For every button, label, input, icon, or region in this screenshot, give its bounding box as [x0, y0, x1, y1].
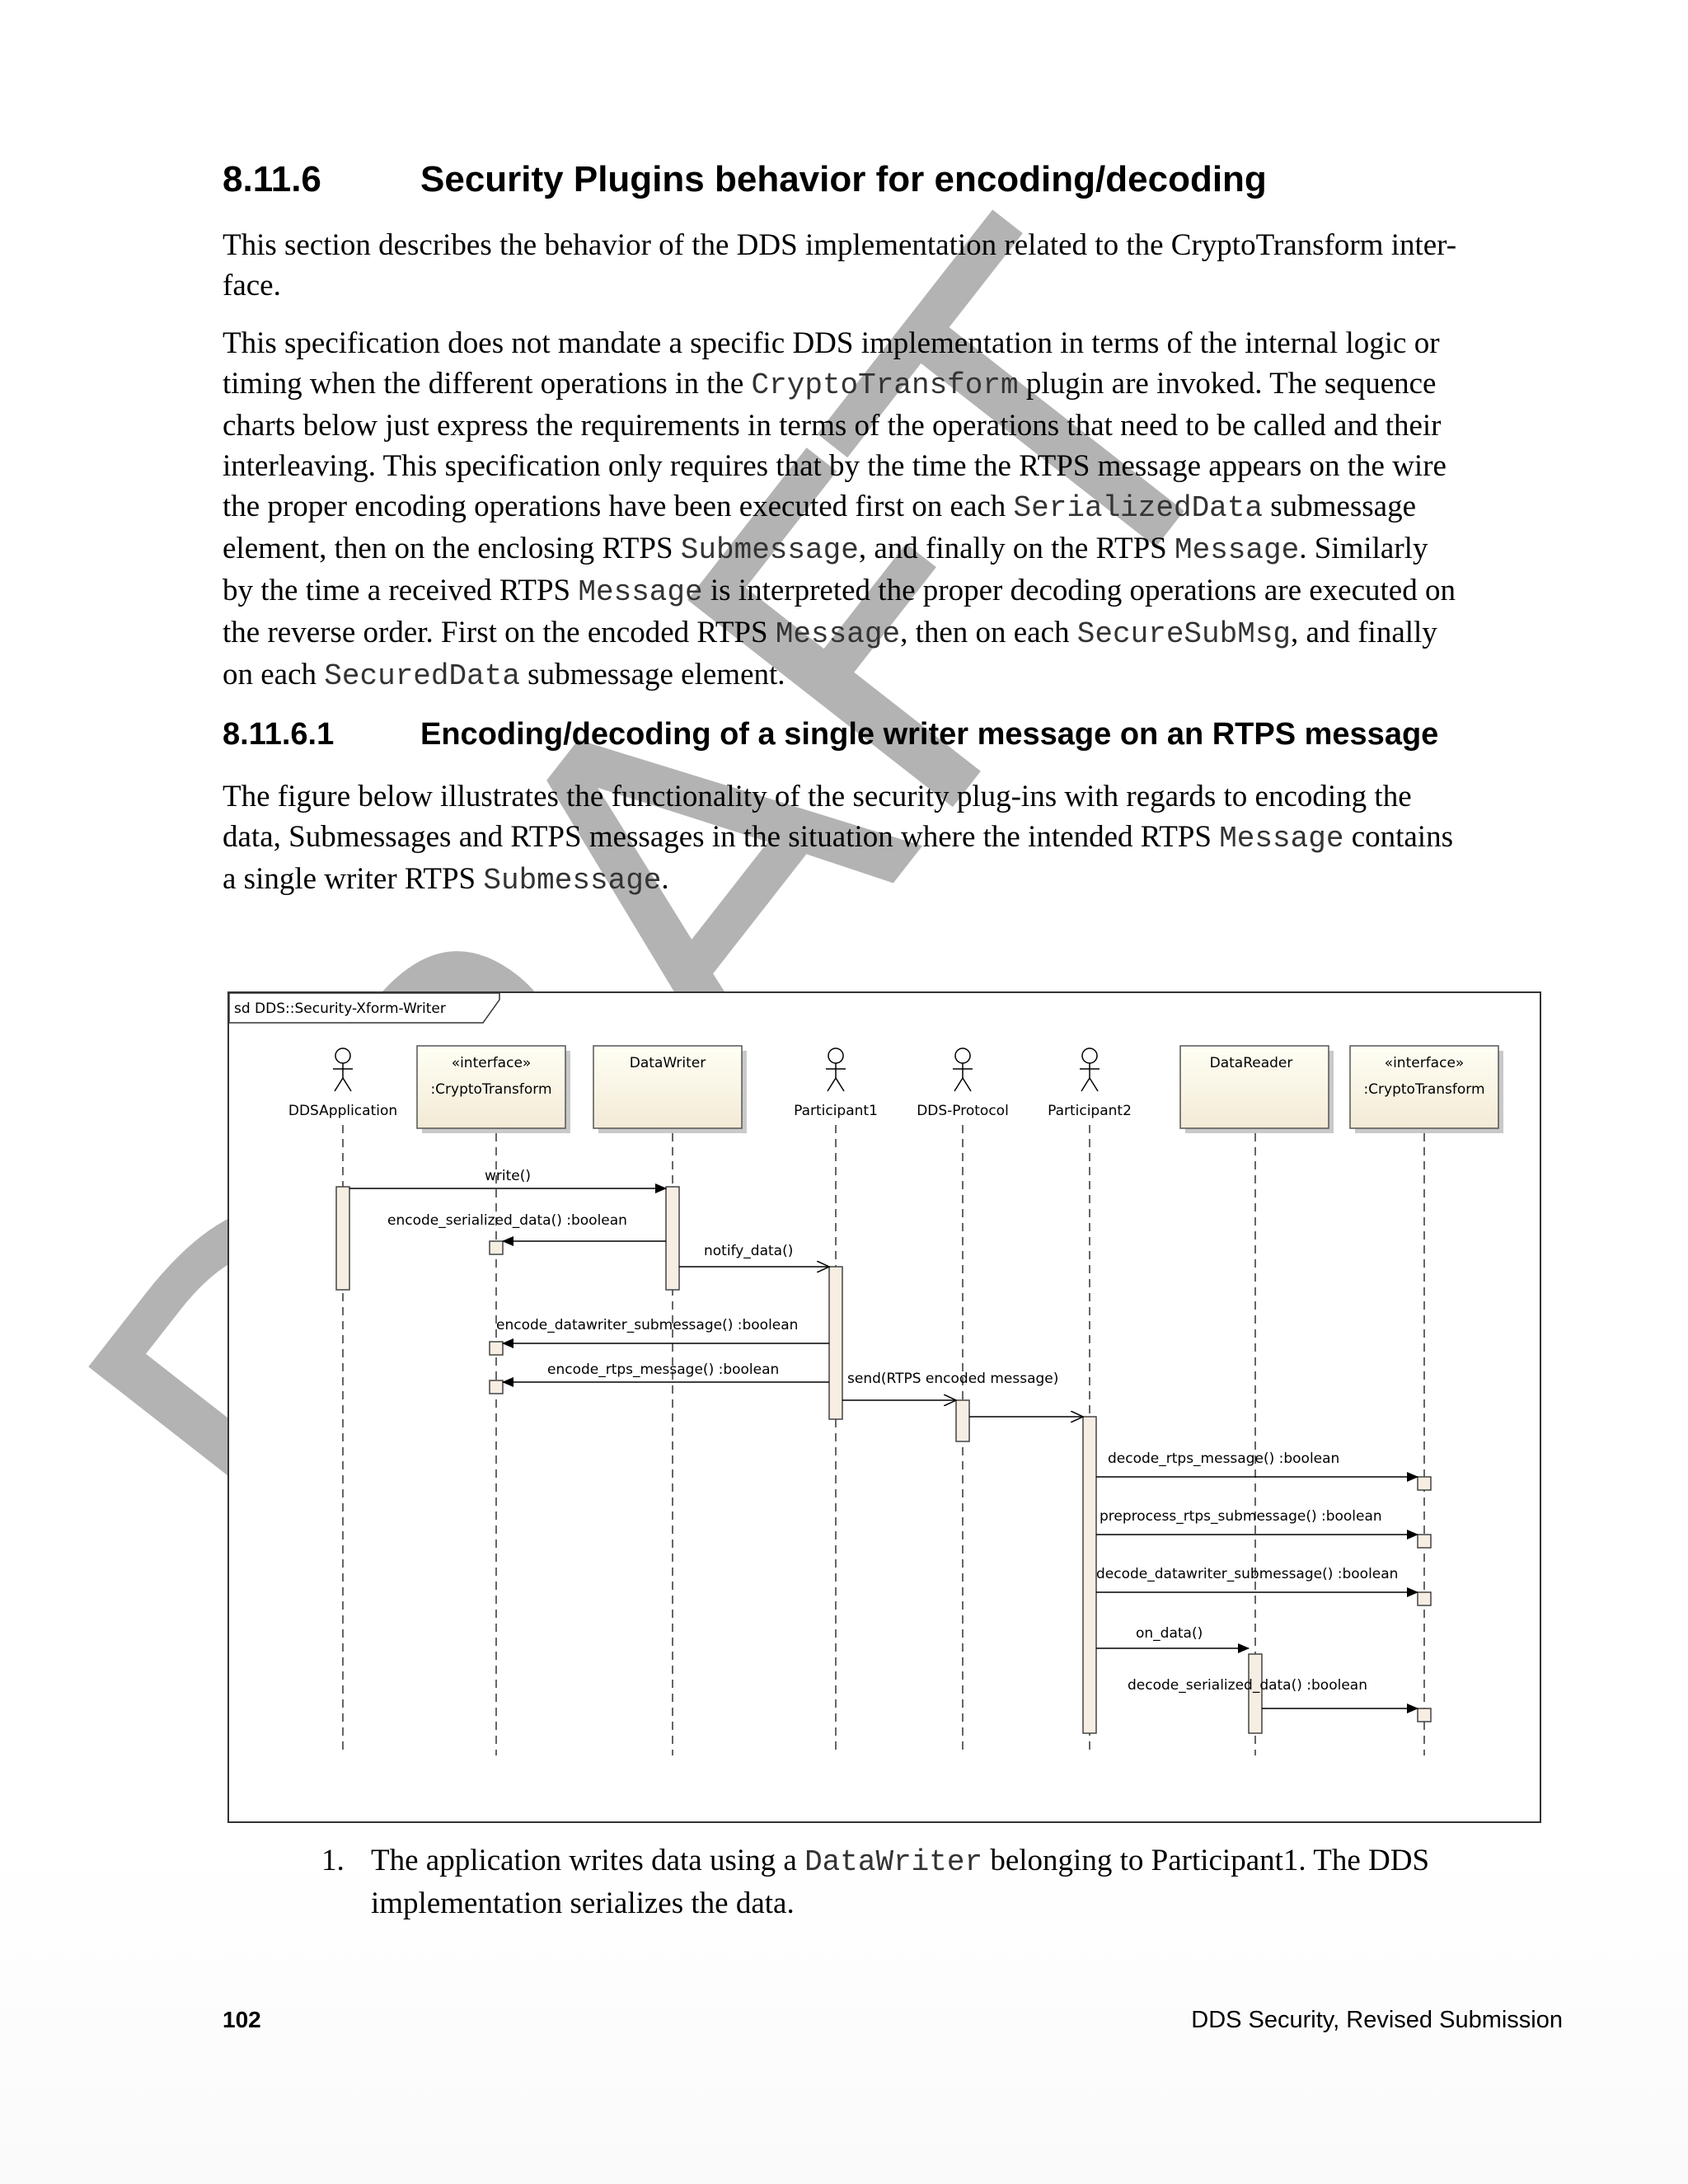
code-term: CryptoTransform	[751, 368, 1019, 402]
code-term: Message	[1175, 533, 1300, 567]
message-label: send(RTPS encoded message)	[847, 1371, 1058, 1387]
message-decode-rtps: decode_rtps_message() :boolean	[1096, 1451, 1418, 1482]
list-item-body: The application writes data using a Data…	[371, 1840, 1558, 1924]
subsection-number: 8.11.6.1	[223, 717, 335, 752]
text-line: a single writer RTPS Submessage.	[223, 862, 669, 898]
section-title: Security Plugins behavior for encoding/d…	[420, 159, 1267, 199]
code-term: Message	[775, 617, 901, 651]
page-background	[0, 1846, 1688, 2184]
actor-ddsapplication	[333, 1047, 353, 1092]
intro-paragraph: This section describes the behavior of t…	[223, 225, 1566, 306]
actor-label: Participant2	[1048, 1103, 1132, 1119]
actor-label: Participant1	[794, 1103, 878, 1119]
code-term: SerializedData	[1013, 491, 1263, 525]
message-label: on_data()	[1136, 1625, 1203, 1642]
message-on-data: on_data()	[1096, 1625, 1250, 1653]
code-term: SecureSubMsg	[1076, 617, 1292, 651]
stereotype-label: «interface»	[452, 1055, 532, 1071]
text-line: data, Submessages and RTPS messages in t…	[223, 820, 1453, 855]
message-write: write()	[349, 1168, 667, 1193]
figure-intro-paragraph: The figure below illustrates the functio…	[223, 776, 1566, 901]
section-heading: 8.11.6 Security Plugins behavior for enco…	[223, 159, 1267, 200]
list-marker: 1.	[321, 1844, 345, 1877]
sequence-diagram: sd DDS::Security-Xform-Writer DDSApplica…	[227, 991, 1541, 1823]
message-label: preprocess_rtps_submessage() :boolean	[1100, 1508, 1382, 1525]
actor-participant2	[1080, 1047, 1100, 1092]
lifeline-box-crypto-writer: «interface» :CryptoTransform	[416, 1045, 570, 1133]
message-label: notify_data()	[704, 1243, 793, 1259]
message-decode-datawriter-submessage: decode_datawriter_submessage() :boolean	[1096, 1566, 1418, 1597]
sequence-diagram-svg: sd DDS::Security-Xform-Writer DDSApplica…	[229, 993, 1503, 1755]
subsection-heading: 8.11.6.1 Encoding/decoding of a single wr…	[223, 717, 1438, 752]
message-label: encode_serialized_data() :boolean	[387, 1212, 627, 1229]
message-label: decode_datawriter_submessage() :boolean	[1096, 1566, 1398, 1582]
message-encode-serialized: encode_serialized_data() :boolean	[387, 1212, 666, 1246]
text-line: implementation serializes the data.	[371, 1886, 795, 1920]
lifelines	[342, 1125, 1425, 1755]
lifeline-box-datawriter: DataWriter	[593, 1045, 747, 1133]
code-term: Submessage	[483, 864, 662, 898]
document-title: DDS Security, Revised Submission	[1191, 2007, 1563, 2033]
message-preprocess: preprocess_rtps_submessage() :boolean	[1096, 1508, 1418, 1540]
stereotype-label: «interface»	[1385, 1055, 1465, 1071]
activation-bars	[335, 1186, 1263, 1734]
text-line: interleaving. This specification only re…	[223, 449, 1447, 483]
actor-label: DDS-Protocol	[917, 1103, 1009, 1119]
code-term: Submessage	[680, 533, 859, 567]
text-line: element, then on the enclosing RTPS Subm…	[223, 532, 1428, 567]
text-line: This section describes the behavior of t…	[223, 228, 1457, 262]
actor-dds-protocol	[953, 1047, 973, 1092]
lifeline-label: :CryptoTransform	[430, 1081, 551, 1098]
text-line: by the time a received RTPS Message is i…	[223, 574, 1456, 609]
frame-label: sd DDS::Security-Xform-Writer	[229, 993, 500, 1024]
actor-participant1	[826, 1047, 846, 1092]
frame-label-text: sd DDS::Security-Xform-Writer	[234, 1001, 446, 1017]
lifeline-label: DataReader	[1210, 1055, 1293, 1071]
code-term: Message	[578, 575, 703, 609]
code-term: Message	[1219, 822, 1344, 855]
text-line: face.	[223, 269, 281, 302]
section-number: 8.11.6	[223, 159, 321, 199]
message-send: send(RTPS encoded message)	[842, 1371, 1058, 1400]
text-line: The figure below illustrates the functio…	[223, 780, 1412, 813]
lifeline-label: :CryptoTransform	[1363, 1081, 1484, 1098]
message-label: write()	[485, 1168, 531, 1184]
lifeline-label: DataWriter	[630, 1055, 706, 1071]
subsection-title: Encoding/decoding of a single writer mes…	[420, 717, 1439, 752]
text-line: This specification does not mandate a sp…	[223, 326, 1440, 360]
spec-paragraph: This specification does not mandate a sp…	[223, 323, 1566, 696]
message-label: encode_datawriter_submessage() :boolean	[496, 1317, 798, 1333]
text-line: the proper encoding operations have been…	[223, 490, 1416, 525]
text-line: the reverse order. First on the encoded …	[223, 616, 1437, 651]
actor-label: DDSApplication	[288, 1103, 397, 1119]
message-notify-data: notify_data()	[679, 1243, 829, 1267]
message-encode-rtps: encode_rtps_message() :boolean	[502, 1361, 829, 1387]
crypto-call-boxes	[489, 1240, 1432, 1722]
page-number: 102	[223, 2007, 261, 2032]
lifeline-box-datareader: DataReader	[1179, 1045, 1334, 1133]
text-line: The application writes data using a Data…	[371, 1844, 1430, 1879]
text-line: timing when the different operations in …	[223, 367, 1437, 402]
text-line: on each SecuredData submessage element.	[223, 658, 785, 693]
code-term: SecuredData	[324, 659, 520, 693]
message-label: decode_serialized_data() :boolean	[1128, 1677, 1367, 1694]
text-line: charts below just express the requiremen…	[223, 409, 1442, 443]
message-decode-serialized: decode_serialized_data() :boolean	[1128, 1677, 1418, 1713]
message-label: encode_rtps_message() :boolean	[547, 1361, 779, 1378]
lifeline-box-crypto-reader: «interface» :CryptoTransform	[1349, 1045, 1503, 1133]
code-term: DataWriter	[804, 1845, 983, 1879]
message-encode-datawriter-submessage: encode_datawriter_submessage() :boolean	[496, 1317, 829, 1348]
message-label: decode_rtps_message() :boolean	[1108, 1451, 1339, 1467]
